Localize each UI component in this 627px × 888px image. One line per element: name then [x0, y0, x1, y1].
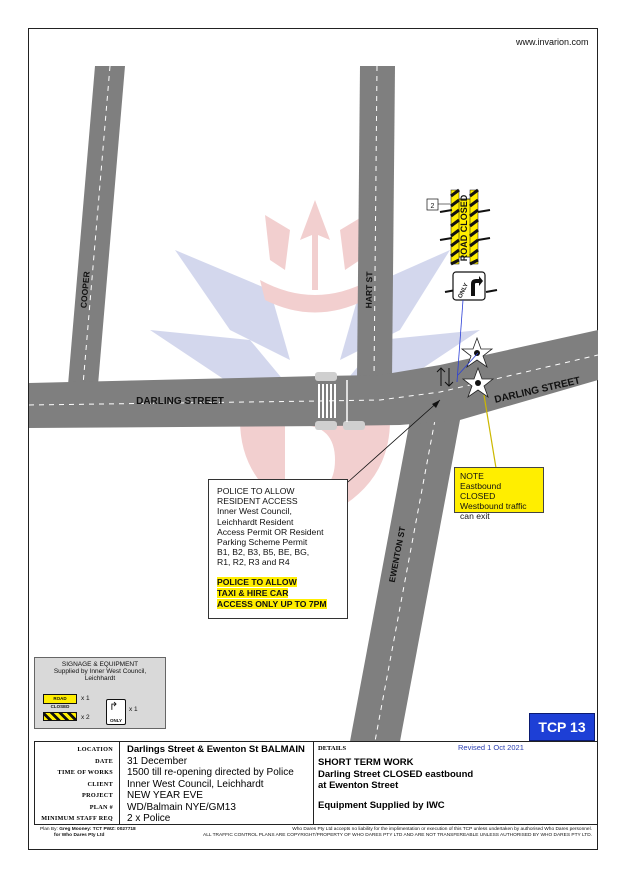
sign-number-tag: 2 [431, 203, 435, 210]
disclaimer-line-2: ALL TRAFFIC CONTROL PLANS ARE COPYRIGHT/… [203, 833, 592, 838]
callout-leader-line [347, 399, 441, 483]
legend-barrier-icon [43, 712, 77, 721]
revised-date: Revised 1 Oct 2021 [458, 743, 524, 752]
details-text: SHORT TERM WORK Darling Street CLOSED ea… [318, 757, 473, 792]
disclaimer-line-1: Who Dares Pty Ltd accepts no liability f… [292, 827, 592, 832]
callout-highlight-2: TAXI & HIRE CAR [217, 587, 289, 598]
legend-barrier-qty: x 2 [81, 714, 90, 721]
title-block: LOCATION Darlings Street & Ewenton St BA… [34, 741, 598, 825]
tcp-number-badge: TCP 13 [529, 713, 595, 741]
legend-road-closed-sign: ROAD CLOSED [43, 694, 77, 709]
callout-line-3: Inner West Council, [217, 506, 292, 517]
street-label-darling-west: DARLING STREET [136, 396, 224, 407]
turn-right-arrow-icon [471, 276, 483, 296]
legend-only-sign: ↱ ONLY [106, 699, 126, 725]
tb-row-date: DATE 31 December [95, 755, 188, 767]
traffic-direction-arrows [436, 367, 454, 387]
sign-stand-ticks [439, 209, 498, 293]
disclaimer: Who Dares Pty Ltd accepts no liability f… [182, 827, 592, 839]
police-officer-2 [461, 366, 495, 399]
note-line-1: NOTE [460, 471, 484, 481]
callout-line-4: Leichhardt Resident [217, 516, 294, 527]
signage-equipment-legend: SIGNAGE & EQUIPMENT Supplied by Inner We… [34, 657, 166, 729]
callout-line-2: RESIDENT ACCESS [217, 496, 298, 507]
tb-row-project: PROJECT NEW YEAR EVE [82, 790, 203, 801]
equipment-supplied: Equipment Supplied by IWC [318, 800, 445, 811]
tb-row-location: LOCATION Darlings Street & Ewenton St BA… [77, 744, 305, 755]
details-line-1: SHORT TERM WORK [318, 757, 414, 768]
note-line-4: can exit [460, 511, 490, 521]
hart-street-road [357, 65, 395, 381]
hazard-barrier-board [450, 188, 479, 266]
only-turn-sign: ONLY [452, 271, 486, 301]
note-line-2: Eastbound CLOSED [460, 481, 502, 501]
plan-by-label: Plan By: [40, 827, 58, 832]
tb-row-client: CLIENT Inner West Council, Leichhardt [87, 778, 264, 790]
legend-only-qty: x 1 [129, 706, 138, 713]
callout-highlight-1: POLICE TO ALLOW [217, 576, 297, 587]
police-access-callout: POLICE TO ALLOW RESIDENT ACCESS Inner We… [208, 479, 348, 619]
plan-by-name: Greg Mooney: TCT PWZ: 0027718 [59, 827, 136, 832]
eastbound-closed-note: NOTE Eastbound CLOSED Westbound traffic … [454, 467, 544, 521]
legend-subtitle-2: Leichhardt [84, 675, 116, 682]
note-line-3: Westbound traffic [460, 501, 527, 511]
police-officer-1 [460, 336, 494, 369]
ewenton-street-road [348, 419, 460, 753]
footer: Plan By: Greg Mooney: TCT PWZ: 0027718 f… [36, 826, 596, 848]
legend-title: SIGNAGE & EQUIPMENT [61, 661, 139, 668]
darling-street-road [28, 330, 599, 430]
callout-highlight-3: ACCESS ONLY UP TO 7PM [217, 598, 327, 609]
tb-row-time: TIME OF WORKS 1500 till re-opening direc… [57, 767, 294, 778]
note-leader-line [483, 394, 497, 469]
cooper-street-road [68, 65, 125, 386]
legend-road-closed-qty: x 1 [81, 695, 90, 702]
tb-row-plan: PLAN # WD/Balmain NYE/GM13 [89, 801, 236, 813]
plan-by: Plan By: Greg Mooney: TCT PWZ: 0027718 f… [40, 827, 136, 839]
plan-by-company: for Who Dares Pty Ltd [54, 833, 105, 838]
turn-right-arrow-icon: ↱ [109, 701, 119, 713]
legend-subtitle-1: Supplied by Inner West Council, [53, 668, 147, 675]
road-closed-sign-text: ROAD CLOSED [459, 194, 469, 261]
callout-line-8: R1, R2, R3 and R4 [217, 557, 290, 568]
legend-only-text: ONLY [109, 718, 123, 723]
callout-line-5: Access Permit OR Resident [217, 526, 324, 537]
website-url: www.invarion.com [516, 37, 589, 47]
details-label: DETAILS [318, 745, 347, 752]
street-label-hart: HART ST [364, 271, 375, 309]
details-line-2: Darling Street CLOSED eastbound [318, 768, 474, 780]
callout-line-6: Parking Scheme Permit [217, 537, 308, 548]
street-label-cooper: COOPER [78, 271, 91, 309]
callout-line-7: B1, B2, B3, B5, BE, BG, [217, 547, 310, 558]
details-line-3: at Ewenton Street [318, 780, 399, 791]
callout-line-1: POLICE TO ALLOW [217, 486, 295, 496]
tb-row-staff: MINIMUM STAFF REQ 2 x Police [41, 813, 171, 824]
